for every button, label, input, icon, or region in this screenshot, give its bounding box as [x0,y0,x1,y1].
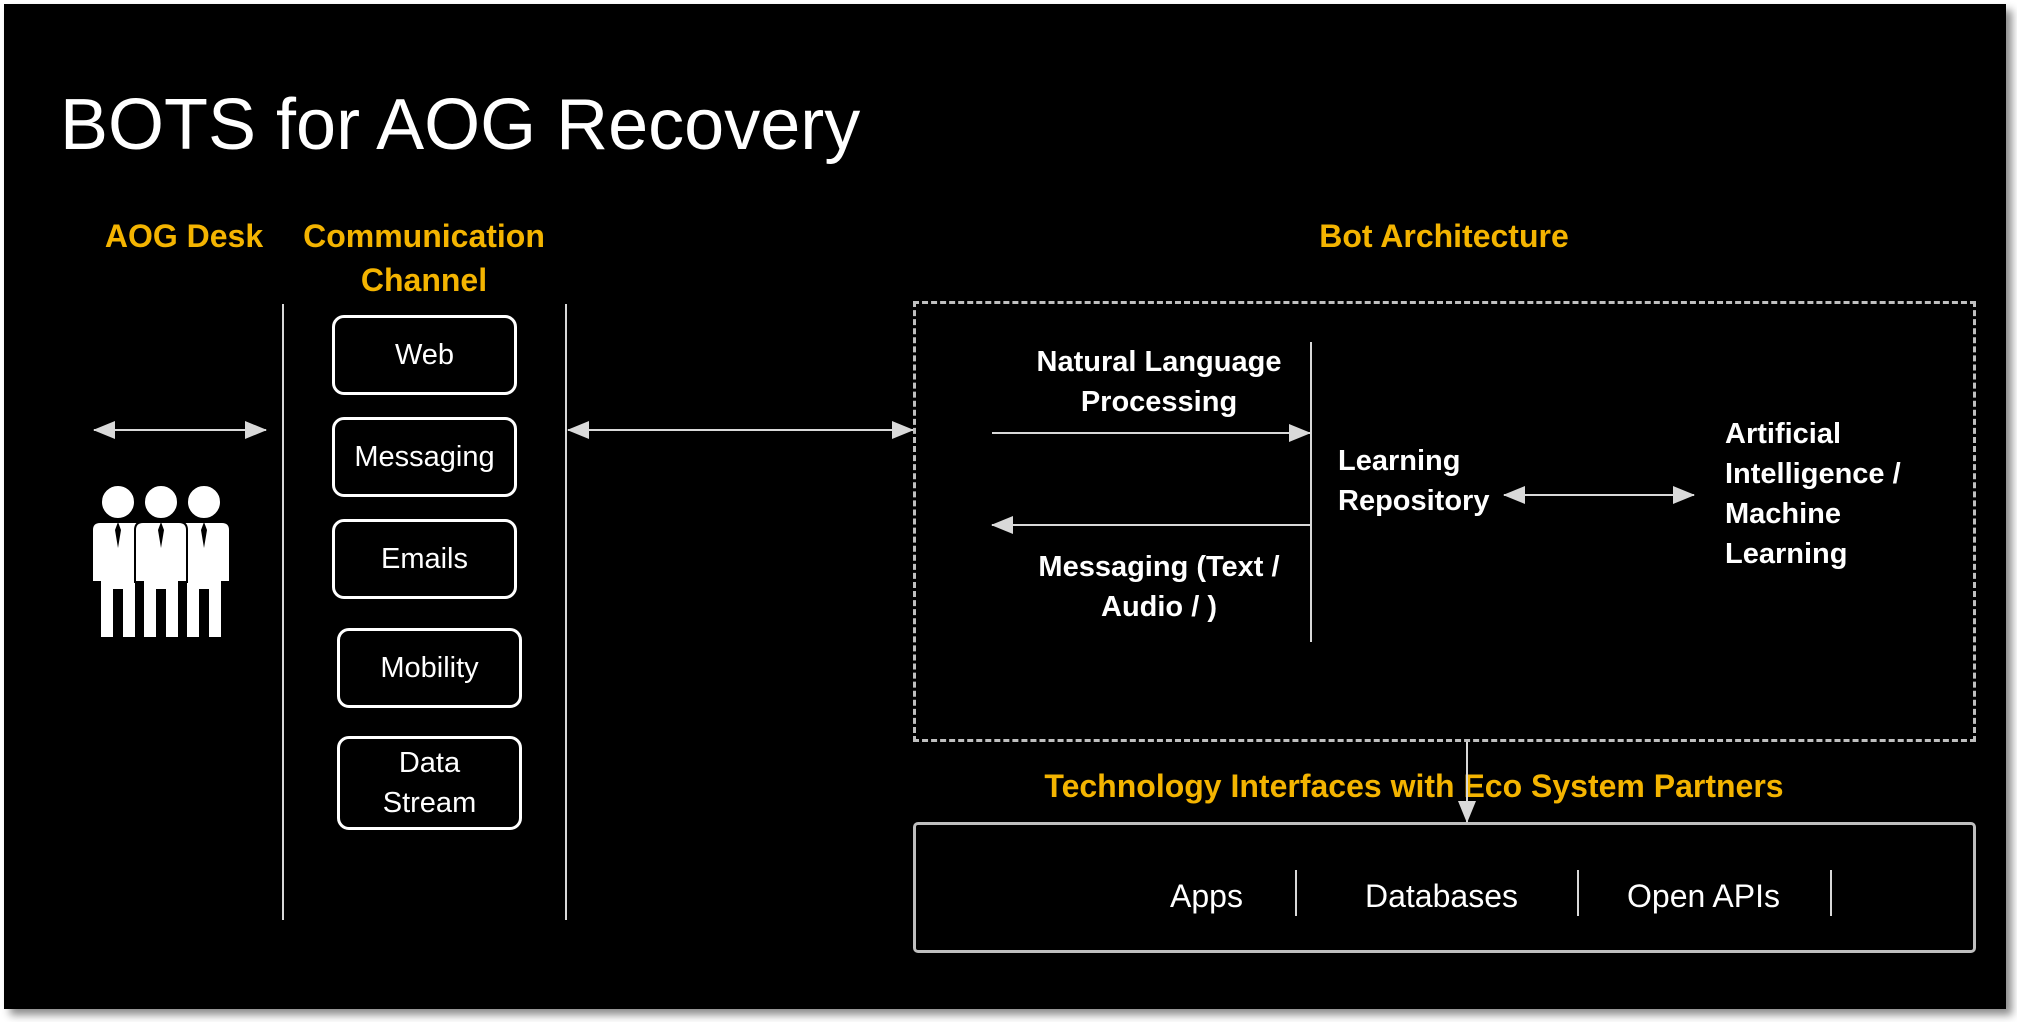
learning-repository-label: Learning Repository [1338,445,1490,517]
arrows-layer [93,421,1695,823]
interface-divider [1830,870,1832,916]
header-communication-channel: Communication Channel [303,218,545,298]
nlp-label: Natural Language Processing [1036,346,1282,418]
slide-title: BOTS for AOG Recovery [60,85,861,165]
interface-open-apis: Open APIs [1627,878,1780,914]
header-bot-architecture: Bot Architecture [1319,218,1569,254]
channel-emails: Emails [332,519,517,599]
interface-divider [1295,870,1297,916]
channel-messaging: Messaging [332,417,517,497]
interface-apps: Apps [1170,878,1243,914]
slide: BOTS for AOG Recovery AOG Desk Communica… [4,4,2006,1009]
channel-web: Web [332,315,517,395]
interfaces-box [913,822,1976,953]
ai-ml-label: Artificial Intelligence / Machine Learni… [1725,418,1901,570]
divider-right [565,304,567,920]
bot-architecture-frame [913,301,1976,742]
channel-data-stream: Data Stream [337,736,522,830]
channel-mobility: Mobility [337,628,522,708]
header-technology-interfaces: Technology Interfaces with Eco System Pa… [1044,768,1784,804]
bot-divider [1310,342,1312,642]
header-aog-desk: AOG Desk [104,218,264,254]
messaging-label: Messaging (Text / Audio / ) [1038,551,1280,623]
interface-divider [1577,870,1579,916]
interface-databases: Databases [1365,878,1518,914]
divider-left [282,304,284,920]
people-group-icon [84,482,244,642]
